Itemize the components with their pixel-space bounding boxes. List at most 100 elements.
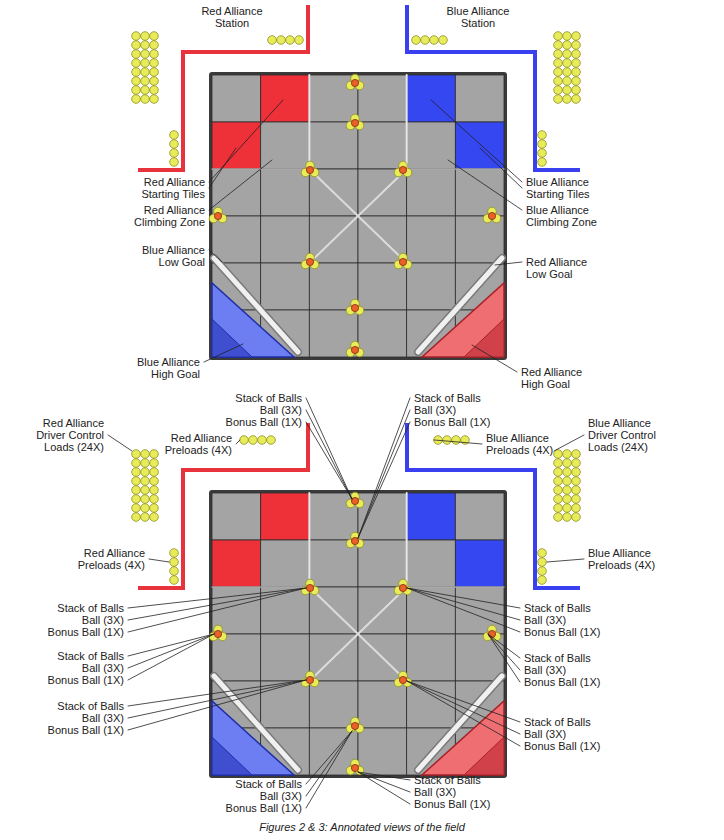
ball bbox=[132, 459, 141, 468]
ball bbox=[132, 450, 141, 459]
bonus-ball bbox=[351, 304, 358, 311]
ball bbox=[563, 495, 572, 504]
ball bbox=[141, 41, 150, 50]
field-tile bbox=[261, 122, 310, 169]
ball bbox=[563, 450, 572, 459]
leader-line bbox=[128, 680, 306, 706]
field-tile bbox=[358, 493, 407, 540]
callout-label: Ball (3X) bbox=[260, 790, 302, 802]
ball bbox=[267, 436, 276, 445]
center-line bbox=[309, 169, 406, 263]
field-tile bbox=[309, 493, 358, 540]
ball bbox=[563, 41, 572, 50]
low-goal-bar bbox=[418, 258, 502, 352]
callout-label: Bonus Ball (1X) bbox=[48, 626, 124, 638]
ball bbox=[554, 32, 563, 41]
leader-line bbox=[128, 588, 306, 620]
ball bbox=[141, 86, 150, 95]
ball bbox=[554, 77, 563, 86]
leader-line bbox=[149, 559, 169, 562]
high-goal bbox=[212, 283, 294, 357]
callout-label: Stack of Balls bbox=[235, 778, 302, 790]
ball bbox=[170, 158, 179, 167]
ball bbox=[268, 36, 277, 45]
ball bbox=[421, 36, 430, 45]
leader-line bbox=[407, 681, 520, 746]
high-goal-inner bbox=[212, 319, 252, 357]
low-goal-frame bbox=[214, 676, 298, 770]
field-tile bbox=[407, 216, 456, 263]
ball bbox=[150, 77, 159, 86]
ball bbox=[554, 50, 563, 59]
bonus-ball bbox=[399, 584, 406, 591]
high-goal bbox=[422, 283, 504, 357]
ball bbox=[141, 59, 150, 68]
leader-line bbox=[495, 262, 522, 265]
ball bbox=[150, 50, 159, 59]
leader-line bbox=[128, 634, 214, 668]
ball bbox=[572, 486, 581, 495]
callout-label: Blue Alliance Low Goal bbox=[129, 244, 205, 268]
ball bbox=[132, 41, 141, 50]
ball bbox=[554, 95, 563, 104]
leader-line bbox=[128, 588, 306, 632]
leader-line bbox=[448, 160, 522, 210]
red-alliance-station-wall bbox=[138, 5, 308, 170]
low-goal-frame bbox=[214, 258, 298, 352]
leader-line bbox=[358, 772, 410, 792]
ball bbox=[538, 567, 547, 576]
ball bbox=[563, 59, 572, 68]
field-tile bbox=[212, 634, 261, 681]
field-tile bbox=[212, 493, 261, 540]
callout-label: Stack of Balls bbox=[524, 602, 591, 614]
barrier-line bbox=[308, 493, 310, 587]
field-tile bbox=[212, 75, 261, 122]
field-tile bbox=[358, 310, 407, 357]
barrier-line bbox=[308, 75, 310, 169]
ball bbox=[554, 41, 563, 50]
ball bbox=[132, 77, 141, 86]
bonus-ball bbox=[399, 258, 406, 265]
ball bbox=[141, 486, 150, 495]
ball bbox=[170, 576, 179, 585]
ball bbox=[572, 41, 581, 50]
leader-line bbox=[358, 398, 410, 538]
ball bbox=[150, 32, 159, 41]
zone-line bbox=[212, 586, 309, 587]
ball bbox=[554, 450, 563, 459]
ball bbox=[141, 50, 150, 59]
ball bbox=[563, 477, 572, 486]
leader-line bbox=[488, 634, 520, 658]
ball bbox=[132, 50, 141, 59]
ball bbox=[132, 68, 141, 77]
ball bbox=[150, 59, 159, 68]
callout-label: Blue Alliance Station bbox=[440, 5, 516, 29]
ball bbox=[572, 95, 581, 104]
ball bbox=[538, 131, 547, 140]
ball bbox=[150, 95, 159, 104]
bonus-ball bbox=[488, 212, 495, 219]
ball bbox=[443, 436, 452, 445]
ball bbox=[538, 558, 547, 567]
callout-label: Ball (3X) bbox=[524, 664, 566, 676]
ball bbox=[132, 59, 141, 68]
zone-line bbox=[407, 586, 504, 587]
low-goal-bar bbox=[418, 676, 502, 770]
field-tile bbox=[358, 540, 407, 587]
leader-line bbox=[128, 680, 306, 718]
ball bbox=[554, 486, 563, 495]
field-tile bbox=[212, 122, 261, 169]
ball bbox=[572, 477, 581, 486]
callout-label: Stack of Balls bbox=[57, 602, 124, 614]
callout-label: Stack of Balls bbox=[524, 716, 591, 728]
leader-line bbox=[434, 440, 482, 444]
ball bbox=[572, 513, 581, 522]
field-tile bbox=[358, 263, 407, 310]
ball bbox=[286, 36, 295, 45]
leader-line bbox=[358, 772, 410, 780]
field-tile bbox=[358, 728, 407, 775]
ball bbox=[150, 68, 159, 77]
field-tile bbox=[309, 310, 358, 357]
field-tile bbox=[261, 540, 310, 587]
leader-line bbox=[407, 588, 520, 608]
